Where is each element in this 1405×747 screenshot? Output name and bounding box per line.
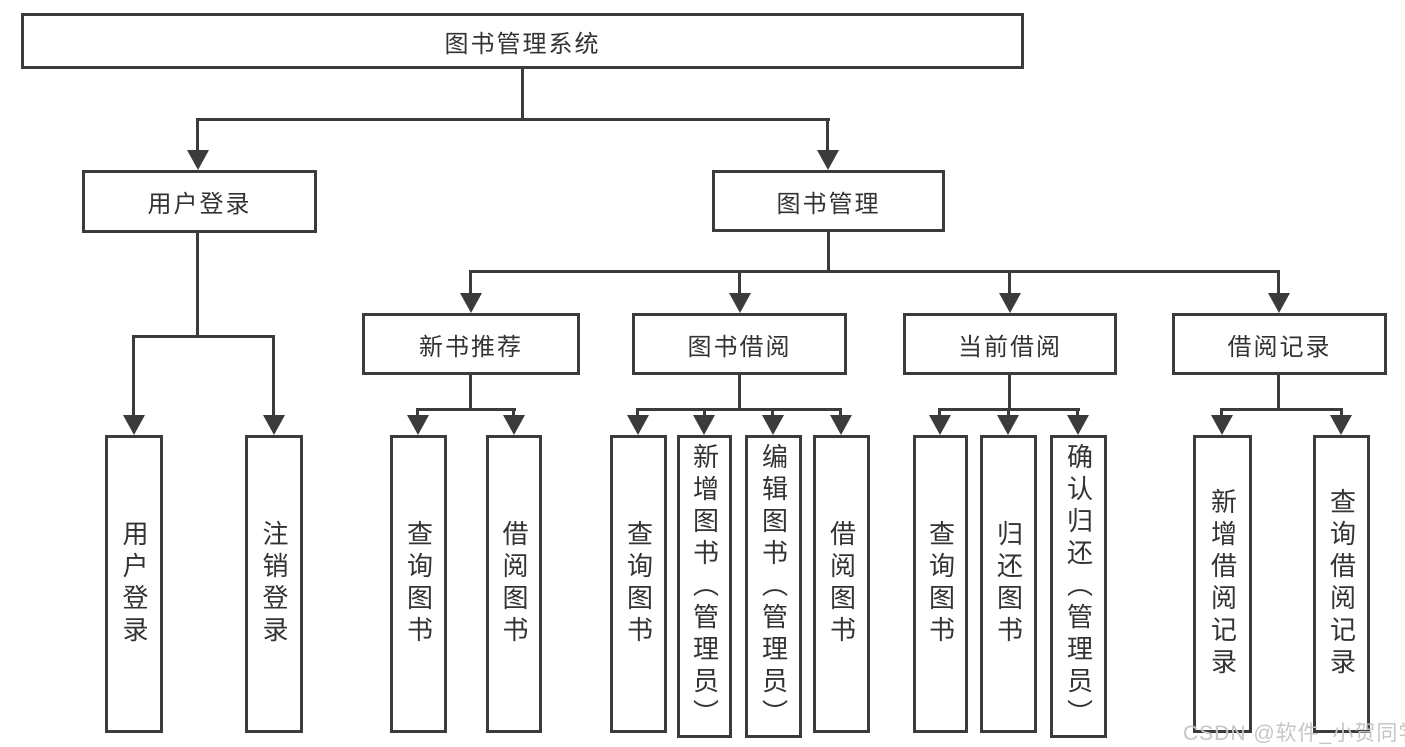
connector-current-stem [1008, 373, 1011, 411]
arrow-to-bb-query-icon [627, 415, 649, 435]
node-current: 当前借阅 [903, 313, 1117, 375]
connector-br-query-drop [1340, 408, 1343, 417]
connector-user-login-stem [196, 231, 199, 338]
connector-new-book-drop [469, 270, 472, 295]
node-root-label: 图书管理系统 [444, 30, 601, 58]
connector-cb-return-drop [1007, 408, 1010, 417]
leaf-borrow-query: 查询图书 [610, 435, 667, 733]
node-borrow: 图书借阅 [632, 313, 847, 375]
arrow-to-cb-confirm-icon [1067, 415, 1089, 435]
connector-borrow-rail [636, 408, 842, 411]
leaf-current-return: 归还图书 [980, 435, 1037, 733]
leaf-records-add-label: 新增借阅记录 [1207, 488, 1238, 680]
connector-bb-edit-drop [771, 408, 774, 417]
arrow-to-bb-add-icon [693, 415, 715, 435]
leaf-current-query: 查询图书 [913, 435, 968, 733]
leaf-new-book-borrow: 借阅图书 [486, 435, 542, 733]
arrow-to-records-icon [1268, 293, 1290, 313]
connector-root-stem [521, 67, 524, 120]
arrow-to-br-add-icon [1211, 415, 1233, 435]
connector-borrow-drop [738, 270, 741, 295]
connector-records-rail [1220, 408, 1342, 411]
connector-nb-borrow-drop [512, 408, 515, 417]
node-new-book: 新书推荐 [362, 313, 580, 375]
connector-book-mgmt-rail [469, 270, 1280, 273]
leaf-new-book-query-label: 查询图书 [403, 520, 434, 648]
connector-borrow-stem [738, 373, 741, 411]
watermark: CSDN @软件_小贺同学 [1183, 722, 1405, 745]
arrow-to-new-book-icon [460, 293, 482, 313]
leaf-current-return-label: 归还图书 [993, 520, 1024, 648]
leaf-borrow-edit-admin: 编辑图书（管理员） [745, 435, 802, 738]
connector-cb-query-drop [938, 408, 941, 417]
leaf-current-confirm-admin-label: 确认归还（管理员） [1063, 442, 1094, 731]
node-book-mgmt: 图书管理 [712, 170, 945, 232]
leaf-logout: 注销登录 [245, 435, 303, 733]
connector-leaf-login-drop [132, 335, 135, 417]
leaf-current-confirm-admin: 确认归还（管理员） [1050, 435, 1107, 738]
leaf-new-book-query: 查询图书 [390, 435, 447, 733]
arrow-to-nb-borrow-icon [503, 415, 525, 435]
node-records-label: 借阅记录 [1227, 333, 1332, 361]
connector-current-drop [1008, 270, 1011, 295]
node-user-login: 用户登录 [82, 170, 317, 233]
connector-user-login-rail [132, 335, 275, 338]
node-records: 借阅记录 [1172, 313, 1387, 375]
connector-book-mgmt-drop [826, 118, 829, 152]
connector-user-login-drop [196, 118, 199, 152]
connector-br-add-drop [1220, 408, 1223, 417]
arrow-to-cb-return-icon [997, 415, 1019, 435]
connector-records-drop [1277, 270, 1280, 295]
node-current-label: 当前借阅 [958, 333, 1062, 361]
leaf-records-add: 新增借阅记录 [1193, 435, 1252, 733]
arrow-to-book-mgmt-icon [817, 150, 839, 170]
leaf-borrow-borrow-label: 借阅图书 [826, 520, 857, 648]
arrow-to-leaf-logout-icon [263, 415, 285, 435]
connector-new-book-stem [469, 373, 472, 411]
connector-root-rail [196, 118, 830, 121]
leaf-borrow-borrow: 借阅图书 [813, 435, 870, 733]
leaf-borrow-add-admin-label: 新增图书（管理员） [689, 442, 720, 731]
connector-bb-add-drop [703, 408, 706, 417]
leaf-borrow-add-admin: 新增图书（管理员） [677, 435, 732, 738]
node-book-mgmt-label: 图书管理 [776, 190, 881, 218]
leaf-new-book-borrow-label: 借阅图书 [499, 520, 529, 648]
leaf-current-query-label: 查询图书 [925, 520, 956, 648]
arrow-to-leaf-login-icon [123, 415, 145, 435]
connector-book-mgmt-stem [827, 230, 830, 273]
connector-new-book-rail [416, 408, 516, 411]
connector-nb-query-drop [416, 408, 419, 417]
connector-leaf-logout-drop [272, 335, 275, 417]
node-new-book-label: 新书推荐 [419, 333, 523, 361]
connector-bb-borrow-drop [839, 408, 842, 417]
leaf-user-login-label: 用户登录 [119, 520, 149, 648]
leaf-records-query: 查询借阅记录 [1313, 435, 1370, 733]
arrow-to-bb-borrow-icon [830, 415, 852, 435]
leaf-logout-label: 注销登录 [259, 520, 289, 648]
arrow-to-nb-query-icon [407, 415, 429, 435]
arrow-to-user-login-icon [187, 150, 209, 170]
leaf-records-query-label: 查询借阅记录 [1326, 488, 1357, 680]
connector-records-stem [1277, 373, 1280, 411]
node-borrow-label: 图书借阅 [687, 333, 792, 361]
leaf-borrow-edit-admin-label: 编辑图书（管理员） [758, 442, 789, 731]
leaf-borrow-query-label: 查询图书 [623, 520, 654, 648]
arrow-to-current-icon [999, 293, 1021, 313]
arrow-to-br-query-icon [1330, 415, 1352, 435]
leaf-user-login: 用户登录 [105, 435, 163, 733]
arrow-to-borrow-icon [729, 293, 751, 313]
node-user-login-label: 用户登录 [147, 191, 252, 218]
arrow-to-cb-query-icon [929, 415, 951, 435]
node-root: 图书管理系统 [21, 13, 1024, 69]
connector-cb-confirm-drop [1076, 408, 1079, 417]
arrow-to-bb-edit-icon [762, 415, 784, 435]
connector-bb-query-drop [636, 408, 639, 417]
